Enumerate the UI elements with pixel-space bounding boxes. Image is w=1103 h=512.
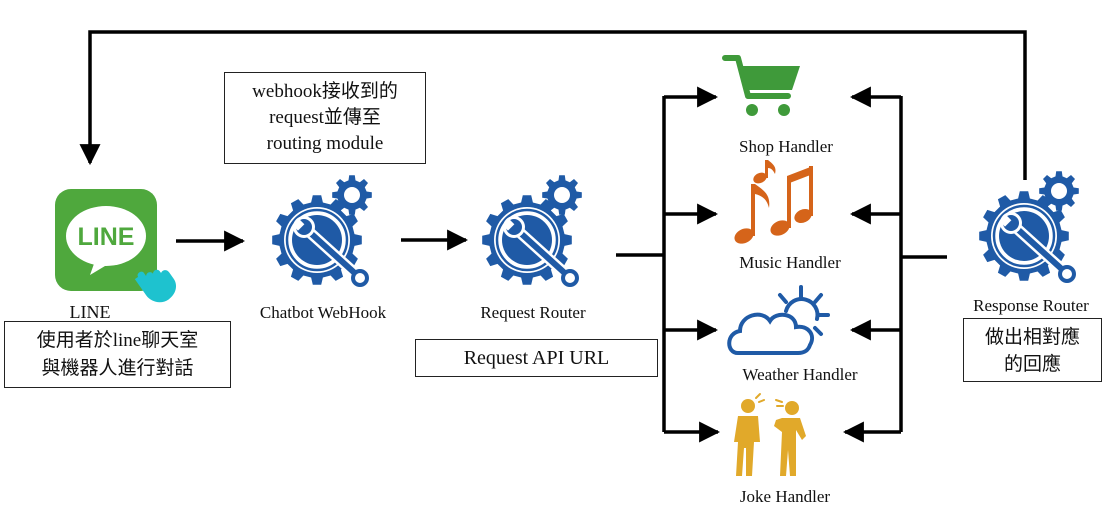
response-note-line-1: 做出相對應: [984, 327, 1080, 348]
line-note-line-2: 與機器人進行對話: [41, 358, 194, 379]
request-router-gear-icon: [482, 175, 582, 287]
feedback-loop-arrow: [79, 30, 1027, 180]
response-note-box: 做出相對應 的回應: [963, 318, 1102, 382]
request-api-url-box: Request API URL: [415, 339, 658, 377]
music-handler-label: Music Handler: [739, 253, 841, 272]
joke-handler-label: Joke Handler: [739, 487, 831, 506]
music-notes-icon: [734, 160, 813, 244]
webhook-note-line-1: webhook接收到的: [252, 81, 398, 102]
line-app-icon: LINE: [55, 189, 177, 303]
line-label: LINE: [69, 302, 111, 322]
line-note-line-1: 使用者於line聊天室: [36, 330, 199, 351]
response-note-line-2: 的回應: [1003, 354, 1061, 375]
webhook-note-box: webhook接收到的 request並傳至 routing module: [224, 72, 426, 164]
joke-people-icon: [734, 393, 806, 476]
svg-text:LINE: LINE: [78, 223, 135, 251]
webhook-note-line-2: request並傳至: [269, 107, 381, 128]
response-router-label: Response Router: [973, 296, 1089, 315]
webhook-label: Chatbot WebHook: [259, 303, 387, 322]
shop-handler-label: Shop Handler: [739, 137, 833, 156]
response-router-gear-icon: [979, 171, 1079, 283]
weather-handler-label: Weather Handler: [742, 365, 858, 384]
webhook-note-line-3: routing module: [266, 133, 384, 154]
weather-cloud-sun-icon: [727, 285, 830, 355]
request-router-label: Request Router: [480, 303, 586, 322]
pointing-hand-icon: [134, 269, 177, 303]
webhook-gear-icon: [272, 175, 372, 287]
shopping-cart-icon: [722, 55, 800, 116]
line-note-box: 使用者於line聊天室 與機器人進行對話: [4, 321, 231, 388]
